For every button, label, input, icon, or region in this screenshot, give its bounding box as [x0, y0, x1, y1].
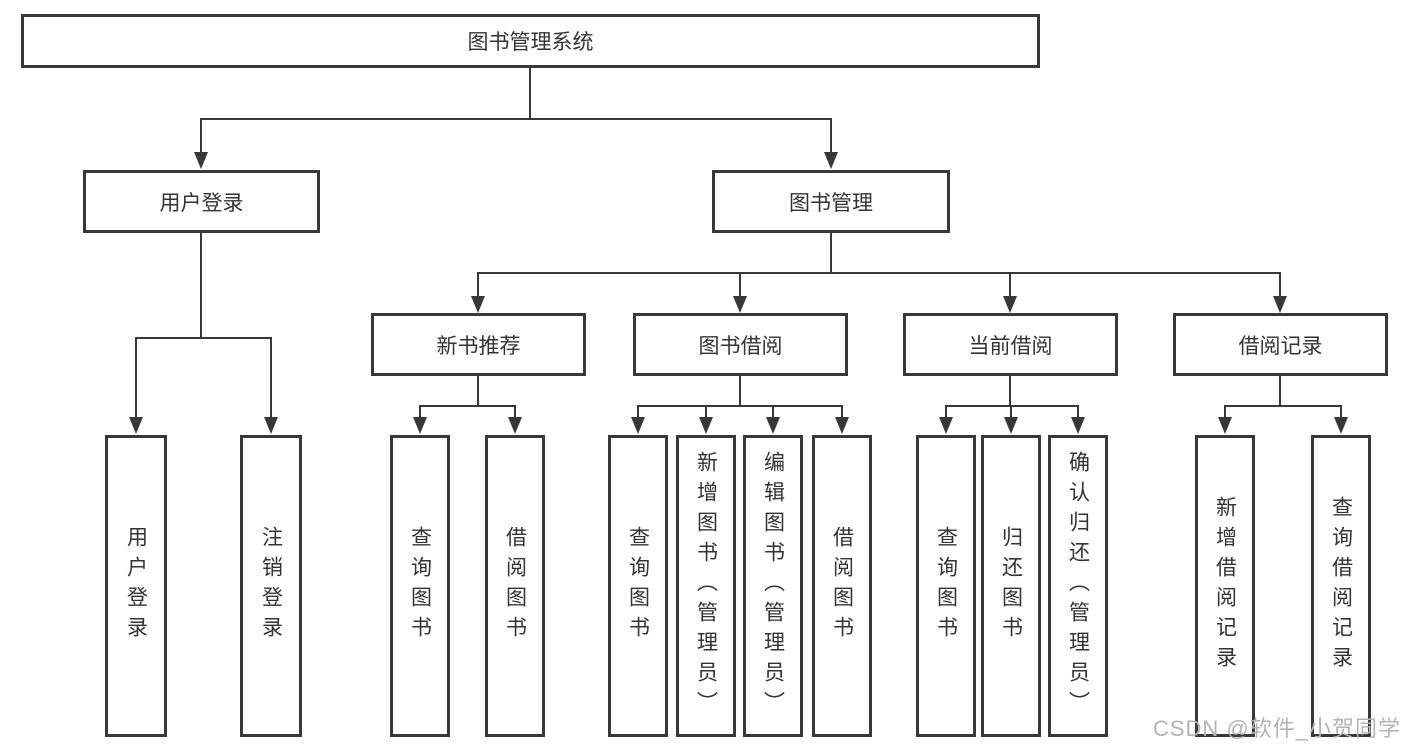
connector-bb-leaf1-drop: [637, 405, 639, 421]
arrow-down-icon: [264, 417, 278, 434]
arrow-down-icon: [766, 417, 780, 434]
connector-nbr-leaf1-drop: [419, 405, 421, 421]
connector-level3-bus: [477, 272, 1281, 274]
connector-book-management-drop: [830, 118, 832, 153]
connector-user-login-drop: [200, 118, 202, 153]
connector-bb-bus: [637, 405, 843, 407]
arrow-down-icon: [1003, 296, 1017, 313]
node-borrowing-records: 借阅记录: [1173, 313, 1388, 376]
connector-user-login-bus: [135, 337, 272, 339]
connector-user-login-stem: [200, 233, 202, 337]
connector-bb-leaf2-drop: [705, 405, 707, 421]
node-confirm-return-admin: 确认归还（管理员）: [1048, 435, 1108, 737]
connector-nbr-leaf2-drop: [514, 405, 516, 421]
arrow-down-icon: [129, 417, 143, 434]
arrow-down-icon: [939, 417, 953, 434]
connector-new-book-drop: [477, 272, 479, 298]
arrow-down-icon: [1273, 296, 1287, 313]
csdn-watermark: CSDN @软件_小贺同学: [1152, 716, 1401, 741]
node-query-borrow-record: 查询借阅记录: [1311, 435, 1371, 737]
connector-nbr-bus: [419, 405, 516, 407]
arrow-down-icon: [508, 417, 522, 434]
node-logout-leaf: 注销登录: [240, 435, 302, 737]
connector-cb-leaf1-drop: [945, 405, 947, 421]
connector-cb-leaf2-drop: [1010, 405, 1012, 421]
connector-user-login-leaf2-drop: [270, 337, 272, 419]
connector-book-management-stem: [830, 233, 832, 272]
arrow-down-icon: [1218, 417, 1232, 434]
node-query-books-current: 查询图书: [916, 435, 976, 737]
connector-root-stem: [529, 68, 531, 118]
node-return-books: 归还图书: [981, 435, 1041, 737]
arrow-down-icon: [413, 417, 427, 434]
arrow-down-icon: [1004, 417, 1018, 434]
arrow-down-icon: [733, 296, 747, 313]
node-query-books-borrowing: 查询图书: [608, 435, 668, 737]
arrow-down-icon: [631, 417, 645, 434]
node-book-management: 图书管理: [712, 170, 950, 233]
node-library-management-system: 图书管理系统: [21, 14, 1040, 68]
connector-cb-bus: [945, 405, 1079, 407]
node-book-borrowing: 图书借阅: [633, 313, 848, 376]
node-new-book-recommendation: 新书推荐: [371, 313, 586, 376]
connector-cb-leaf3-drop: [1077, 405, 1079, 421]
arrow-down-icon: [194, 152, 208, 169]
arrow-down-icon: [699, 417, 713, 434]
connector-cb-stem: [1009, 376, 1011, 405]
connector-bb-stem: [739, 376, 741, 405]
node-current-borrowing: 当前借阅: [903, 313, 1118, 376]
node-user-login-leaf: 用户登录: [105, 435, 167, 737]
connector-borrow-records-drop: [1279, 272, 1281, 298]
node-query-books-recommend: 查询图书: [390, 435, 450, 737]
node-add-borrow-record: 新增借阅记录: [1195, 435, 1255, 737]
connector-nbr-stem: [477, 376, 479, 405]
connector-book-borrow-drop: [739, 272, 741, 298]
arrow-down-icon: [835, 417, 849, 434]
node-user-login: 用户登录: [83, 170, 320, 233]
arrow-down-icon: [824, 152, 838, 169]
connector-br-leaf1-drop: [1224, 405, 1226, 421]
connector-br-leaf2-drop: [1340, 405, 1342, 421]
connector-current-borrow-drop: [1009, 272, 1011, 298]
connector-br-bus: [1224, 405, 1342, 407]
connector-level2-bus: [200, 118, 832, 120]
node-borrow-books-leaf: 借阅图书: [812, 435, 872, 737]
node-borrow-books-recommend: 借阅图书: [485, 435, 545, 737]
connector-bb-leaf3-drop: [772, 405, 774, 421]
connector-user-login-leaf1-drop: [135, 337, 137, 419]
arrow-down-icon: [471, 296, 485, 313]
arrow-down-icon: [1334, 417, 1348, 434]
node-edit-books-admin: 编辑图书（管理员）: [743, 435, 803, 737]
connector-bb-leaf4-drop: [841, 405, 843, 421]
node-add-books-admin: 新增图书（管理员）: [676, 435, 736, 737]
connector-br-stem: [1279, 376, 1281, 405]
arrow-down-icon: [1071, 417, 1085, 434]
